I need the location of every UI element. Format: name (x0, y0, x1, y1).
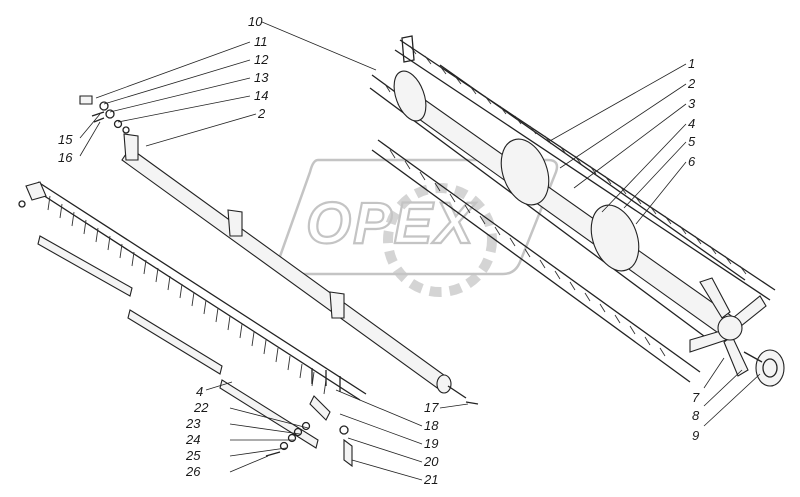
callout-16: 16 (58, 150, 73, 165)
callout-14: 14 (254, 88, 268, 103)
callout-20: 20 (423, 454, 439, 469)
callout-19: 19 (424, 436, 438, 451)
callout-21: 21 (423, 472, 438, 487)
callout-11: 11 (254, 34, 268, 49)
callout-2-reel: 2 (687, 76, 696, 91)
callout-labels: 10 11 12 13 14 15 16 2 1 2 3 4 5 6 7 8 9… (58, 14, 700, 487)
callout-8: 8 (692, 408, 700, 423)
end-spider (689, 277, 767, 377)
callout-22: 22 (193, 400, 209, 415)
callout-10: 10 (248, 14, 263, 29)
drive-hub (743, 349, 785, 387)
callout-1: 1 (688, 56, 695, 71)
callout-18: 18 (424, 418, 439, 433)
callout-3: 3 (688, 96, 696, 111)
tine-bar-assembly (18, 181, 367, 449)
callout-26: 26 (185, 464, 201, 479)
callout-4-bar: 4 (196, 384, 203, 399)
callout-17: 17 (424, 400, 439, 415)
reel-shaft (121, 133, 467, 399)
callout-12: 12 (254, 52, 269, 67)
callout-9: 9 (692, 428, 699, 443)
callout-25: 25 (185, 448, 201, 463)
callout-24: 24 (185, 432, 200, 447)
callout-15: 15 (58, 132, 73, 147)
leader-lines (79, 21, 761, 481)
callout-4-reel: 4 (688, 116, 695, 131)
callout-23: 23 (185, 416, 201, 431)
hardware (79, 95, 479, 468)
callout-6: 6 (688, 154, 696, 169)
watermark-text: OPEX (306, 191, 476, 256)
callout-5: 5 (688, 134, 696, 149)
opex-watermark: OPEX (275, 158, 559, 297)
callout-7: 7 (692, 390, 700, 405)
callout-2-shaft: 2 (257, 106, 266, 121)
callout-13: 13 (254, 70, 269, 85)
reel-assembly (369, 35, 785, 387)
